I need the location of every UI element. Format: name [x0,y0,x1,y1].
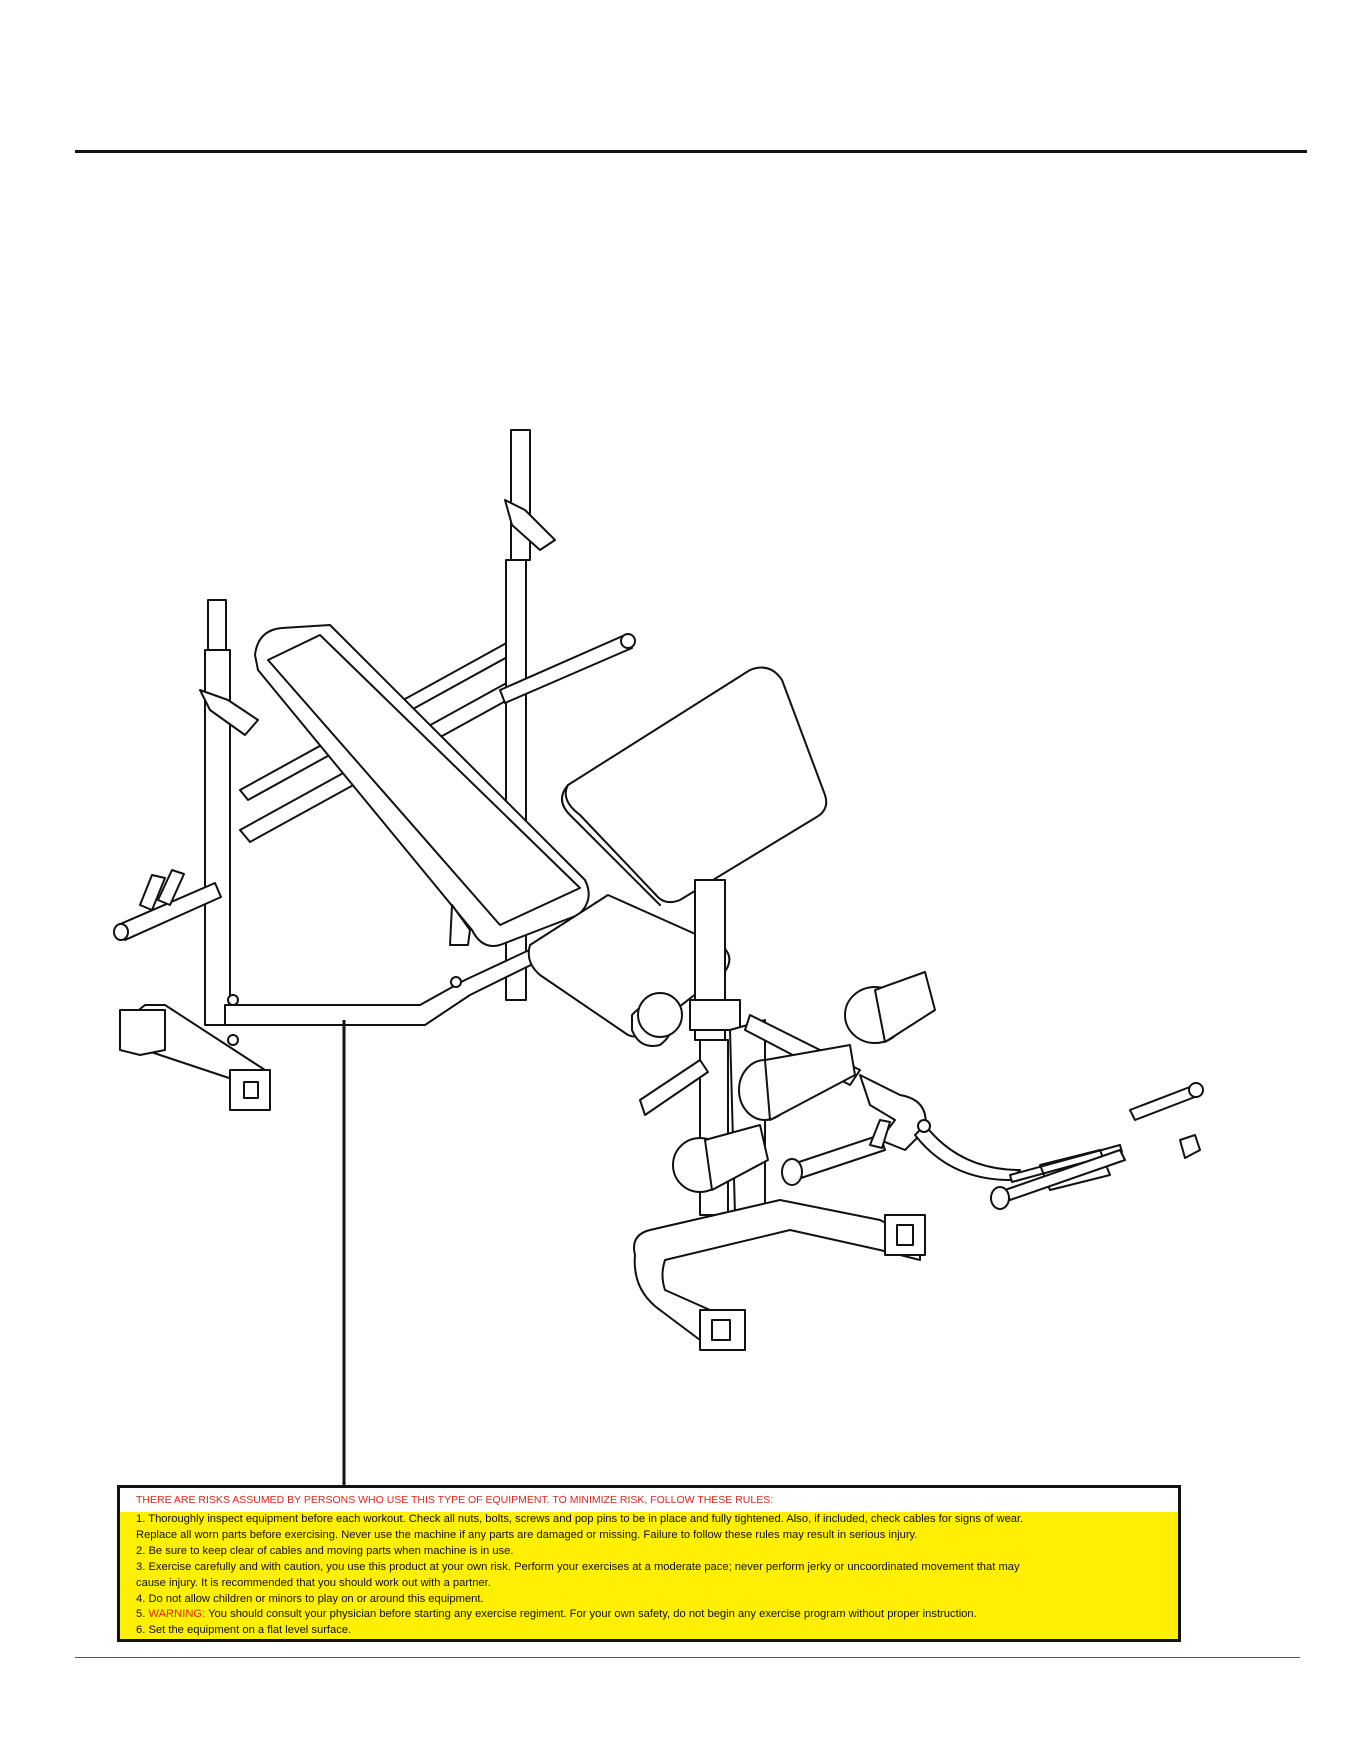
footer-rule [75,1657,1300,1658]
rule-6: 6. Set the equipment on a flat level sur… [136,1624,352,1637]
rule-1-line-2: Replace all worn parts before exercising… [136,1528,918,1541]
warning-heading: THERE ARE RISKS ASSUMED BY PERSONS WHO U… [120,1488,1178,1512]
safety-rules-list: 1. Thoroughly inspect equipment before e… [120,1512,1178,1639]
rule-1-line-1: 1. Thoroughly inspect equipment before e… [136,1513,1024,1525]
rule-3-line-1: 3. Exercise carefully and with caution, … [136,1560,1020,1573]
rule-3-line-2: cause injury. It is recommended that you… [136,1576,491,1589]
safety-warning-box: THERE ARE RISKS ASSUMED BY PERSONS WHO U… [117,1485,1181,1642]
rule-5-warning-word: WARNING: [148,1608,206,1621]
weight-bench-illustration [113,429,1204,1485]
rule-5: 5. WARNING: You should consult your phys… [136,1607,1168,1623]
rule-4: 4. Do not allow children or minors to pl… [136,1592,484,1605]
header-rule [75,150,1307,153]
rule-2: 2. Be sure to keep clear of cables and m… [136,1544,514,1557]
rule-5-text: You should consult your physician before… [205,1608,977,1621]
rule-5-number: 5. [136,1608,149,1621]
